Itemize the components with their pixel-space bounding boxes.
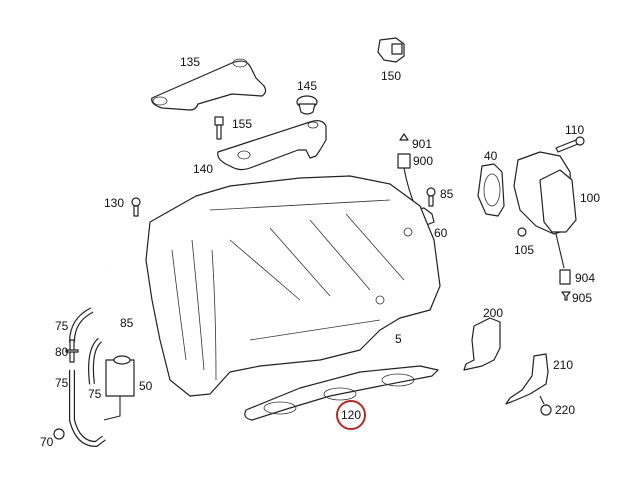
label-5: 5 [395,332,402,346]
label-110: 110 [565,123,585,137]
label-145: 145 [297,79,318,93]
part-50-valve[interactable] [103,355,135,421]
label-220: 220 [555,403,576,417]
part-75-hose-small[interactable] [88,337,103,385]
label-901: 901 [412,137,433,151]
part-135-bracket[interactable] [151,58,267,111]
label-75-small: 75 [88,387,102,401]
label-150: 150 [381,69,402,83]
label-60: 60 [434,226,448,240]
part-75-hose-lower[interactable] [69,370,106,448]
part-110-screw[interactable] [555,136,585,153]
part-210-bracket[interactable] [505,353,549,405]
label-904: 904 [575,271,596,285]
label-75-lower: 75 [55,376,69,390]
part-220-bolt[interactable] [539,395,552,416]
label-70: 70 [40,435,54,449]
part-155-bolt[interactable] [214,116,224,140]
label-200: 200 [483,306,504,320]
label-140: 140 [193,162,214,176]
label-210: 210 [553,358,574,372]
label-85: 85 [120,316,134,330]
label-900: 900 [413,154,434,168]
part-40-gasket[interactable] [477,163,505,217]
part-140-bracket[interactable] [217,120,327,171]
label-100: 100 [580,191,601,205]
label-40: 40 [484,149,498,163]
part-75-hose-upper[interactable] [69,307,94,343]
label-50: 50 [139,379,153,393]
part-120-gasket[interactable] [244,365,439,421]
label-130: 130 [104,196,125,210]
part-200-bracket[interactable] [463,317,501,371]
part-905-pin[interactable] [561,291,571,301]
part-5-intake-manifold[interactable] [145,175,441,397]
label-155: 155 [232,117,253,131]
highlighted-part-120[interactable]: 120 [336,400,366,430]
part-904-connector[interactable] [559,269,571,285]
part-85-hose[interactable] [102,268,119,347]
part-65-screw[interactable] [426,187,436,207]
part-130-bolt[interactable] [131,197,141,217]
part-100-throttle-body[interactable] [513,151,577,269]
label-65: 85 [440,187,454,201]
label-135: 135 [180,55,201,69]
label-80: 80 [55,345,69,359]
part-105-clip[interactable] [517,227,527,237]
part-150-sensor[interactable] [377,37,405,63]
label-905: 905 [572,291,593,305]
label-75-upper: 75 [55,319,69,333]
part-145-plug[interactable] [296,95,318,115]
label-105: 105 [514,243,535,257]
part-80-connector[interactable] [65,339,79,363]
part-70-clamp[interactable] [53,428,65,440]
